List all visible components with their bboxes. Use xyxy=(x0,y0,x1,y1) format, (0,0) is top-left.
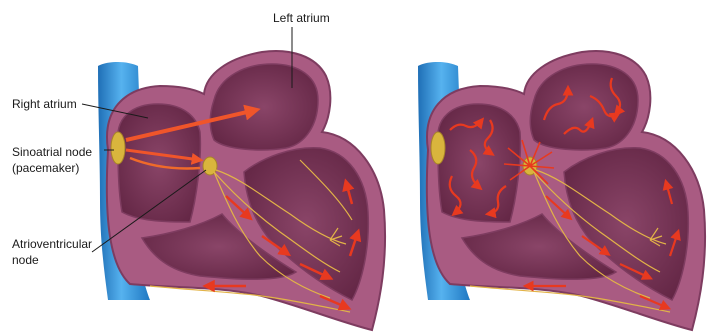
label-left-atrium: Left atrium xyxy=(273,11,330,25)
label-right-atrium: Right atrium xyxy=(12,97,77,111)
sa-node-right xyxy=(431,132,445,164)
sa-node-left xyxy=(111,132,125,164)
heart-right xyxy=(418,51,705,330)
label-av-node-line2: node xyxy=(12,253,39,267)
label-sa-node-line1: Sinoatrial node xyxy=(12,145,92,159)
label-av-node-line1: Atrioventricular xyxy=(12,237,92,251)
heart-left xyxy=(98,51,385,330)
label-sa-node-line2: (pacemaker) xyxy=(12,161,79,175)
